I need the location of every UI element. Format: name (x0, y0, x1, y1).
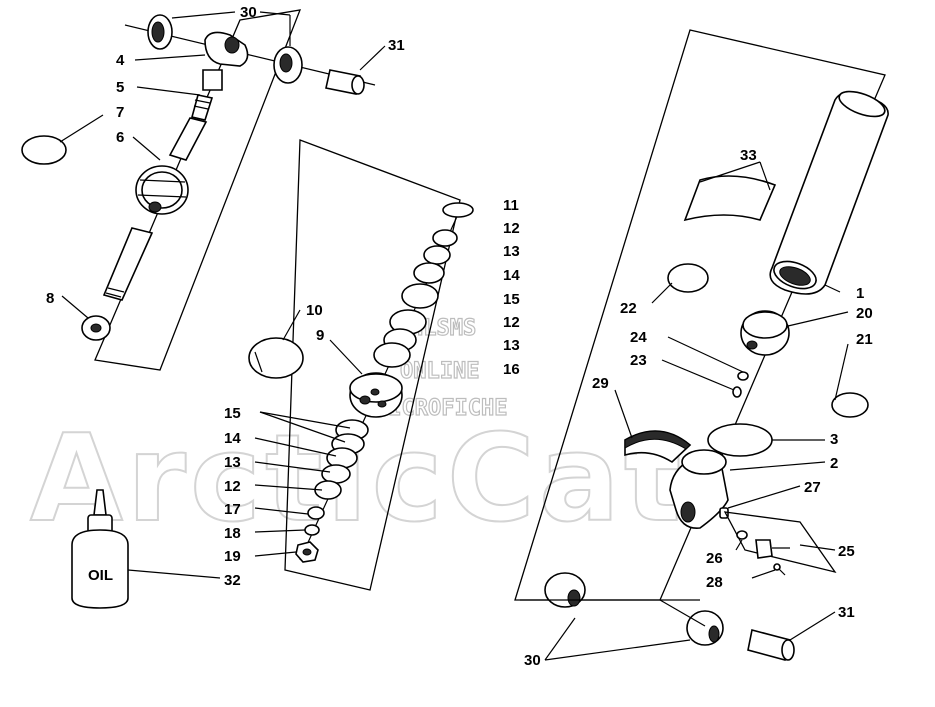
plate-25 (723, 511, 837, 574)
washer-18 (304, 524, 320, 536)
left-upper-frame (94, 9, 302, 371)
callout-12-top: 12 (503, 220, 520, 237)
shim-14-top (413, 262, 445, 284)
callout-14-top: 14 (503, 267, 520, 284)
callout-21: 21 (856, 331, 873, 348)
screw-28 (773, 563, 786, 576)
callout-27: 27 (804, 479, 821, 496)
callout-30-bottom: 30 (524, 652, 541, 669)
upper-rod-group (21, 14, 376, 341)
sleeve-31-bottom (747, 629, 795, 661)
callout-12-bottom: 12 (224, 478, 241, 495)
callout-29: 29 (592, 375, 609, 392)
leaders-left (59, 11, 386, 319)
shock-body-group (544, 90, 889, 661)
sleeve-31-top (325, 69, 365, 95)
threaded-stud-5 (168, 94, 214, 161)
bushing-30-bottom-b (686, 610, 724, 646)
callout-17: 17 (224, 501, 241, 518)
callout-5: 5 (116, 79, 124, 96)
callout-12-mid: 12 (503, 314, 520, 331)
callout-13-top: 13 (503, 243, 520, 260)
callout-31-top: 31 (388, 37, 405, 54)
callout-15-top: 15 (503, 291, 520, 308)
snap-ring-22 (667, 263, 709, 293)
oil-bottle-label: OIL (88, 567, 113, 584)
end-cap-2 (669, 449, 729, 529)
callout-20: 20 (856, 305, 873, 322)
callout-30-top: 30 (240, 4, 257, 21)
callout-28: 28 (706, 574, 723, 591)
washer-11 (442, 202, 474, 218)
callout-32: 32 (224, 572, 241, 589)
nut-8 (81, 315, 111, 341)
callout-19: 19 (224, 548, 241, 565)
o-ring-21 (831, 392, 869, 418)
piston-9 (349, 372, 403, 418)
bushing-30-right (273, 46, 303, 84)
callout-13-mid: 13 (503, 337, 520, 354)
washer-24 (737, 371, 749, 381)
bushing-30-bottom-a (544, 572, 586, 608)
callout-10: 10 (306, 302, 323, 319)
oil-bottle-32: OIL (71, 489, 221, 609)
o-ring-7 (21, 135, 67, 165)
callout-25: 25 (838, 543, 855, 560)
valve-26 (736, 530, 790, 559)
callout-1: 1 (856, 285, 864, 302)
callout-7: 7 (116, 104, 124, 121)
callout-11: 11 (503, 197, 519, 214)
callout-9: 9 (316, 327, 324, 344)
piston-ring-10 (248, 337, 304, 379)
washer-17 (307, 506, 325, 520)
center-frame (284, 139, 461, 591)
callout-26: 26 (706, 550, 723, 567)
shim-12-top (432, 229, 458, 247)
bushing-30-left (147, 14, 173, 50)
decal-33 (683, 175, 777, 222)
bearing-20 (740, 310, 790, 356)
seal-3 (707, 423, 773, 457)
center-valve-group (248, 202, 474, 563)
callout-15-bottom: 15 (224, 405, 241, 422)
eyelet-4 (202, 31, 249, 91)
callout-33: 33 (740, 147, 757, 164)
callout-14-bottom: 14 (224, 430, 241, 447)
watermark-line2: ONLINE (400, 359, 479, 384)
callout-13-bottom: 13 (224, 454, 241, 471)
callout-6: 6 (116, 129, 124, 146)
bearing-6 (135, 165, 189, 215)
shaft (102, 227, 154, 301)
shim-13-top (423, 245, 451, 265)
callout-16: 16 (503, 361, 520, 378)
callout-22: 22 (620, 300, 637, 317)
shim-15-top (401, 283, 439, 309)
callout-31-bottom: 31 (838, 604, 855, 621)
leaders-right (520, 161, 849, 661)
nut-19 (295, 541, 319, 563)
callout-2: 2 (830, 455, 838, 472)
valve-23 (732, 386, 742, 398)
callout-24: 24 (630, 329, 647, 346)
leaders-center (254, 309, 363, 557)
callout-3: 3 (830, 431, 838, 448)
callout-23: 23 (630, 352, 647, 369)
callout-18: 18 (224, 525, 241, 542)
cylinder-1 (769, 90, 889, 295)
callouts: 30 4 31 5 7 6 8 11 12 13 14 15 12 13 16 … (46, 4, 873, 669)
callout-4: 4 (116, 52, 125, 69)
shim-16 (373, 342, 411, 368)
callout-8: 8 (46, 290, 54, 307)
